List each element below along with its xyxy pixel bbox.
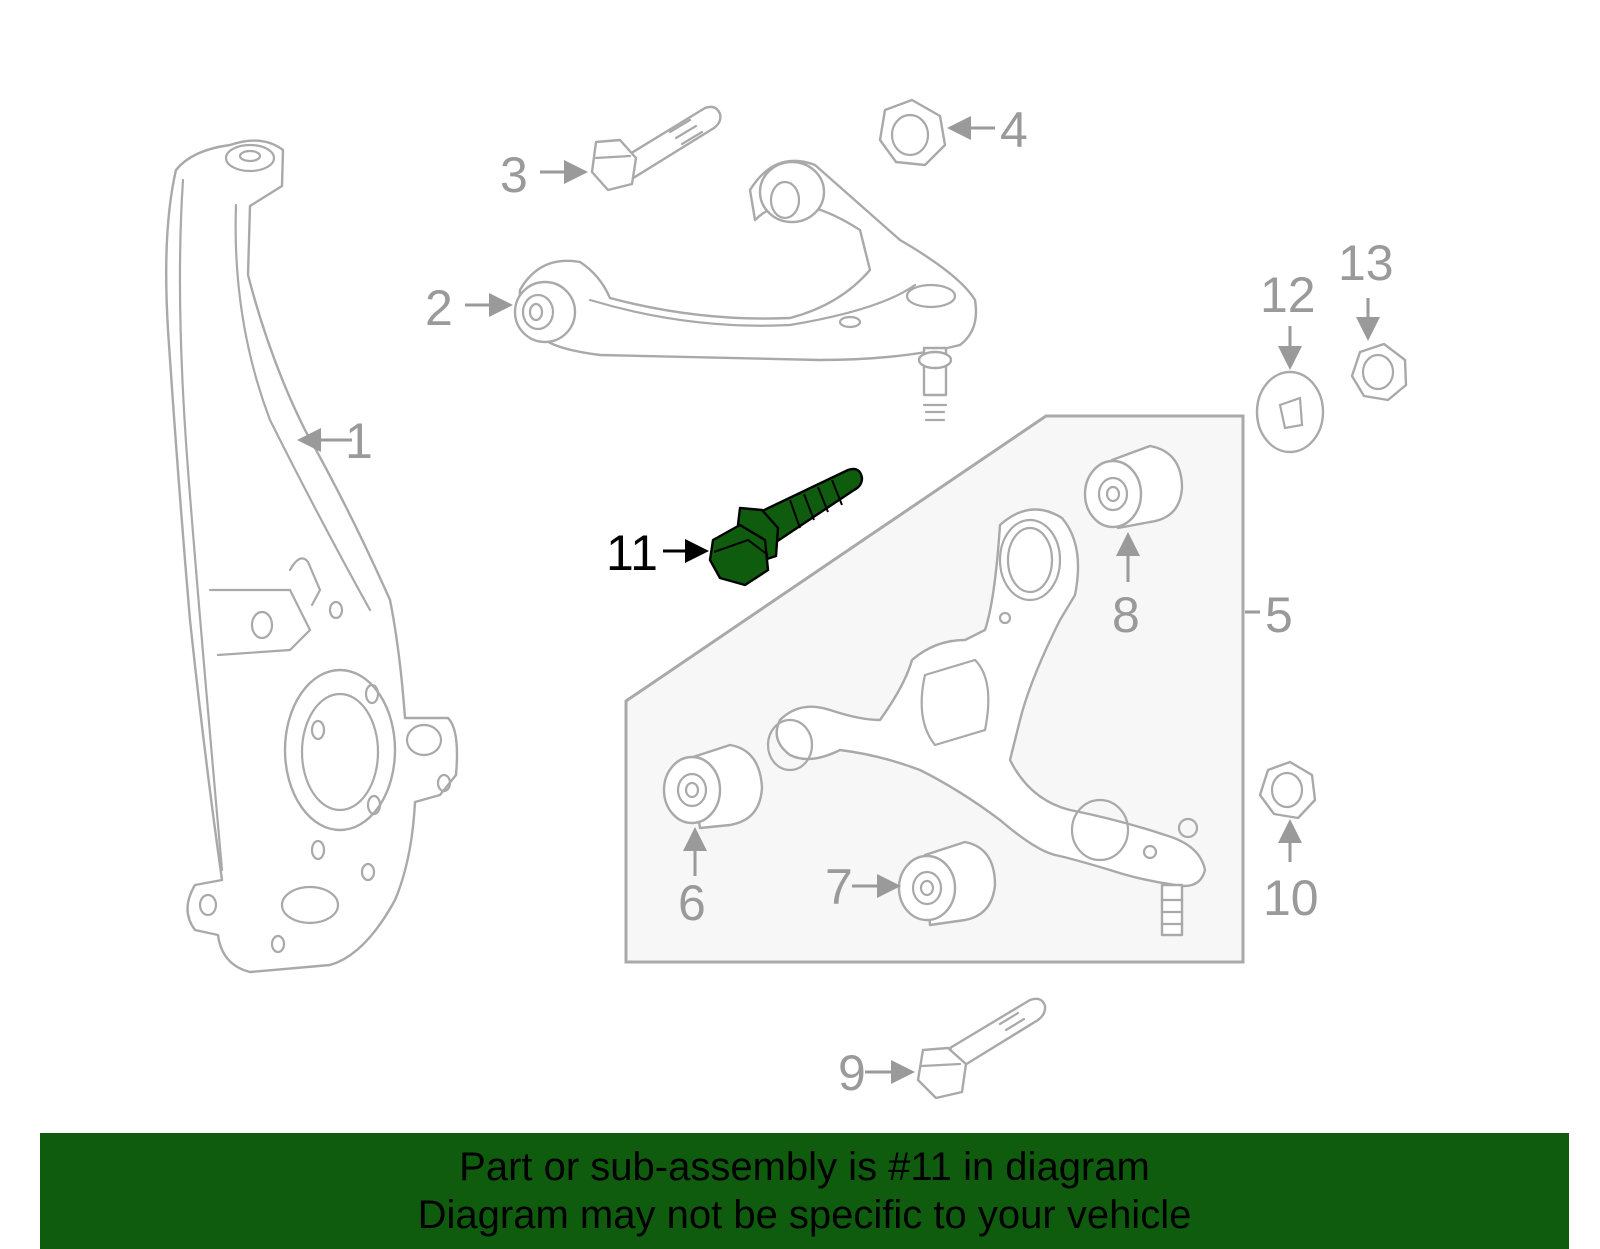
part-7-bushing[interactable] bbox=[897, 840, 997, 927]
part-2-upper-control-arm[interactable] bbox=[513, 159, 978, 422]
part-4-flange-nut[interactable] bbox=[878, 98, 947, 167]
callout-10: 10 bbox=[1263, 870, 1319, 926]
part-11-bolt-highlighted[interactable] bbox=[708, 467, 864, 587]
callout-1: 1 bbox=[345, 413, 373, 469]
callout-3: 3 bbox=[500, 147, 528, 203]
callout-13: 13 bbox=[1338, 235, 1394, 291]
callout-8: 8 bbox=[1112, 587, 1140, 643]
part-12-cam-washer[interactable] bbox=[1255, 370, 1325, 454]
callout-2: 2 bbox=[425, 280, 453, 336]
callout-6: 6 bbox=[678, 875, 706, 931]
leader-arrows bbox=[297, 116, 1380, 1084]
info-banner: Part or sub-assembly is #11 in diagram D… bbox=[40, 1133, 1569, 1249]
part-3-bolt[interactable] bbox=[590, 105, 722, 192]
callout-4: 4 bbox=[1000, 102, 1028, 158]
callout-12: 12 bbox=[1260, 267, 1316, 323]
callout-9: 9 bbox=[838, 1045, 866, 1101]
part-9-bolt[interactable] bbox=[916, 997, 1047, 1100]
part-1-steering-knuckle[interactable] bbox=[165, 139, 459, 974]
part-6-bushing[interactable] bbox=[662, 743, 764, 830]
banner-line-1: Part or sub-assembly is #11 in diagram bbox=[459, 1145, 1150, 1189]
callout-11: 11 bbox=[606, 525, 658, 581]
callout-7: 7 bbox=[825, 859, 853, 915]
callout-5: 5 bbox=[1265, 587, 1293, 643]
part-5-lower-control-arm[interactable] bbox=[766, 508, 1207, 937]
part-8-bushing[interactable] bbox=[1083, 444, 1184, 530]
banner-line-2: Diagram may not be specific to your vehi… bbox=[417, 1193, 1192, 1237]
part-10-flange-nut[interactable] bbox=[1258, 760, 1317, 820]
part-13-flange-nut[interactable] bbox=[1350, 342, 1408, 402]
